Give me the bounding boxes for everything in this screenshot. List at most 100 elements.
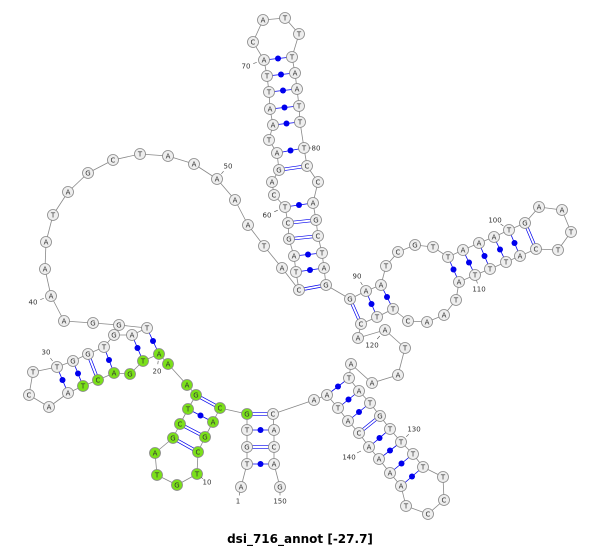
nucleotide-circle <box>268 441 280 453</box>
nucleotide-letter: T <box>264 73 270 81</box>
nucleotide-letter: A <box>261 17 266 25</box>
nucleotide-letter: T <box>445 254 451 262</box>
nucleotide-73: T <box>279 12 291 24</box>
nucleotide-circle <box>307 197 319 209</box>
nucleotide-letter: T <box>506 227 512 235</box>
nucleotide-letter: C <box>316 179 321 187</box>
nucleotide-circle <box>392 369 404 381</box>
nucleotide-circle <box>51 361 63 373</box>
nucleotide-44: A <box>62 186 74 198</box>
nucleotide-letter: A <box>537 204 542 212</box>
nucleotide-16: T <box>182 403 194 415</box>
nucleotide-circle <box>23 389 35 401</box>
nucleotide-circle <box>188 158 200 170</box>
nucleotide-circle <box>162 150 174 162</box>
nucleotide-letter: G <box>111 332 116 340</box>
nucleotide-circle <box>312 230 324 242</box>
nucleotide-letter: T <box>383 263 389 271</box>
nucleotide-39: A <box>58 315 70 327</box>
nucleotide-circle <box>279 12 291 24</box>
nucleotide-letter: T <box>487 266 493 274</box>
nucleotide-circle <box>399 342 411 354</box>
position-label: 100 <box>488 217 501 225</box>
nucleotide-circle <box>294 116 306 128</box>
nucleotide-150: G <box>274 481 286 493</box>
nucleotide-70: A <box>258 54 270 66</box>
nucleotide-circle <box>167 432 179 444</box>
nucleotide-letter: T <box>296 31 302 39</box>
nucleotide-letter: A <box>166 153 171 161</box>
nucleotide-112: T <box>450 294 462 306</box>
nucleotide-57: A <box>288 250 300 262</box>
nucleotide-circle <box>442 251 454 263</box>
nucleotide-46: C <box>107 154 119 166</box>
nucleotide-letter: G <box>244 444 249 452</box>
nucleotide-circle <box>344 293 356 305</box>
nucleotide-letter: C <box>426 511 431 519</box>
position-label: 1 <box>236 498 240 506</box>
nucleotide-letter: G <box>170 435 175 443</box>
nucleotide-letter: A <box>295 86 300 94</box>
nucleotide-circle <box>153 348 165 360</box>
nucleotide-87: A <box>318 262 330 274</box>
nucleotide-letter: T <box>282 204 288 212</box>
nucleotide-58: G <box>283 233 295 245</box>
nucleotide-circle <box>395 436 407 448</box>
label-tick <box>500 223 504 227</box>
nucleotide-127: T <box>364 397 376 409</box>
position-label: 50 <box>224 163 233 171</box>
nucleotide-letter: T <box>503 259 509 267</box>
label-tick <box>221 171 224 174</box>
nucleotide-circle <box>149 447 161 459</box>
nucleotide-30: T <box>51 361 63 373</box>
nucleotide-letter: G <box>277 484 282 492</box>
nucleotide-circle <box>318 262 330 274</box>
nucleotide-circle <box>39 263 51 275</box>
nucleotide-letter: C <box>305 163 310 171</box>
nucleotide-letter: A <box>425 319 430 327</box>
nucleotide-circle <box>67 355 79 367</box>
nucleotide-circle <box>438 309 450 321</box>
label-tick <box>50 357 53 362</box>
nucleotide-139: A <box>373 453 385 465</box>
nucleotide-circle <box>373 453 385 465</box>
nucleotide-circle <box>395 480 407 492</box>
nucleotide-98: A <box>473 237 485 249</box>
nucleotide-letter: C <box>111 157 116 165</box>
nucleotide-101: G <box>519 217 531 229</box>
nucleotide-circle <box>279 201 291 213</box>
nucleotide-letter: A <box>461 247 466 255</box>
nucleotide-23: A <box>108 367 120 379</box>
nucleotide-letter: T <box>194 471 200 479</box>
nucleotide-115: C <box>402 315 414 327</box>
nucleotide-126: A <box>353 385 365 397</box>
nucleotide-letter: T <box>293 269 299 277</box>
position-label: 60 <box>263 212 272 220</box>
nucleotide-72: A <box>257 14 269 26</box>
nucleotide-33: T <box>98 341 110 353</box>
nucleotide-circle <box>363 441 375 453</box>
pair-dot <box>409 473 415 480</box>
nucleotide-circle <box>45 290 57 302</box>
nucleotide-letter: G <box>70 358 75 366</box>
nucleotide-130: T <box>395 436 407 448</box>
nucleotide-circle <box>375 279 387 291</box>
nucleotide-letter: A <box>43 266 48 274</box>
nucleotide-80: T <box>298 142 310 154</box>
nucleotide-81: C <box>301 160 313 172</box>
nucleotide-circle <box>422 508 434 520</box>
nucleotide-circle <box>366 377 378 389</box>
nucleotide-circle <box>293 28 305 40</box>
position-label: 40 <box>29 299 38 307</box>
nucleotide-circle <box>384 467 396 479</box>
nucleotide-141: C <box>353 427 365 439</box>
pair-dot <box>497 246 503 253</box>
label-tick <box>253 62 257 64</box>
nucleotide-letter: T <box>137 151 143 159</box>
nucleotide-circle <box>261 70 273 82</box>
label-tick <box>200 476 204 480</box>
nucleotide-120: A <box>379 324 391 336</box>
nucleotide-circle <box>192 446 204 458</box>
nucleotide-19: A <box>162 358 174 370</box>
